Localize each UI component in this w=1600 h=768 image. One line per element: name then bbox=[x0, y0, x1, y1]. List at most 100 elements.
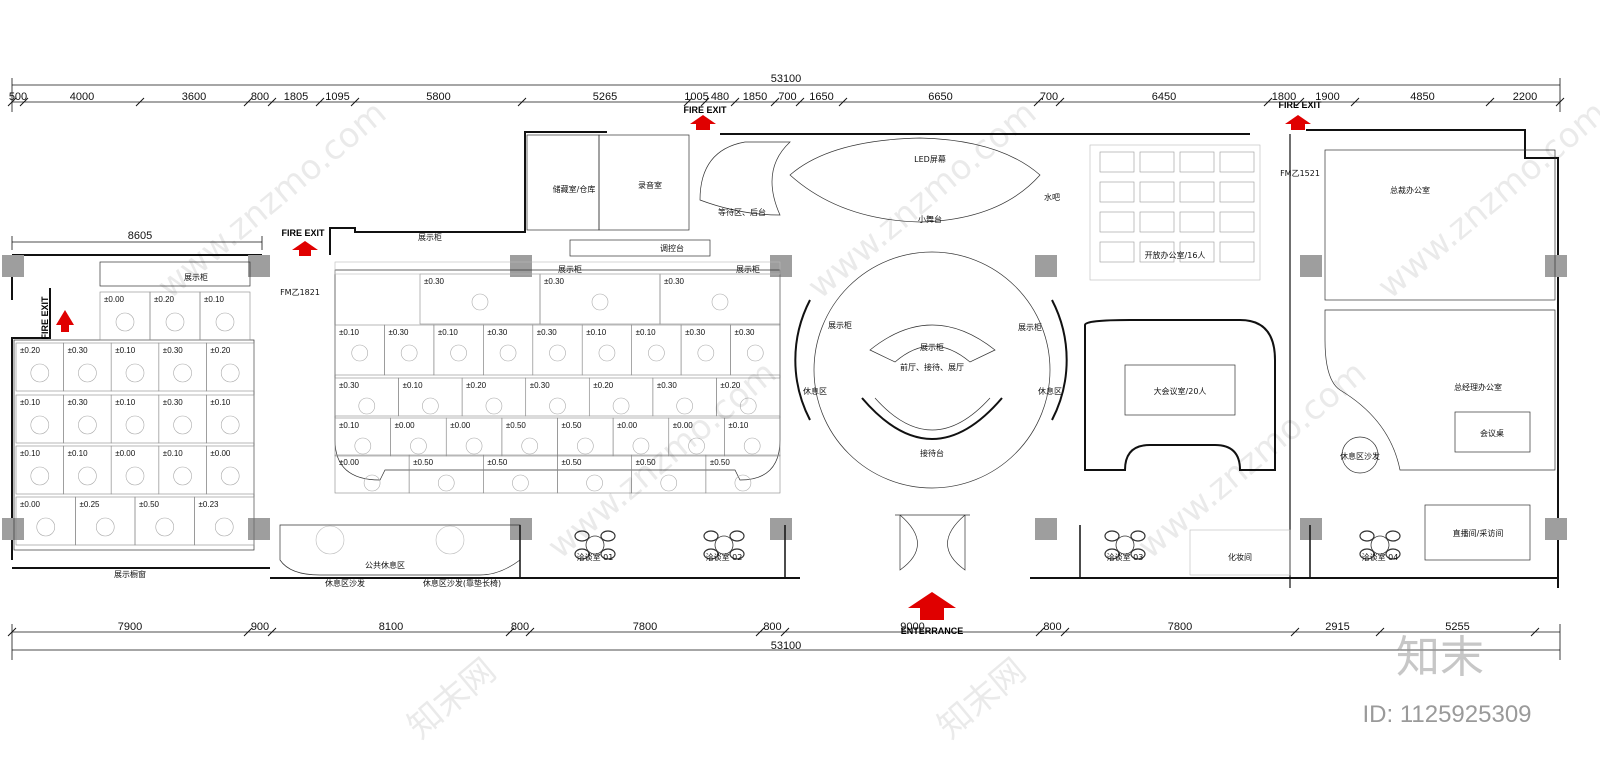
structural-column bbox=[248, 518, 270, 540]
left-elevation-label: ±0.10 bbox=[115, 346, 136, 355]
mid-seat bbox=[591, 293, 609, 311]
open-office-label: 开放办公室/16人 bbox=[1145, 250, 1206, 260]
structural-column bbox=[1035, 255, 1057, 277]
mid-seat bbox=[697, 344, 715, 362]
left-seat bbox=[220, 466, 240, 486]
structural-column bbox=[1545, 518, 1567, 540]
mid-elevation-label: ±0.30 bbox=[388, 328, 409, 337]
mid-elevation-label: ±0.10 bbox=[339, 328, 360, 337]
overall-dimension-top: 53100 bbox=[771, 73, 802, 85]
mid-seat bbox=[734, 474, 752, 492]
recording-label: 录音室 bbox=[638, 180, 662, 190]
structural-column bbox=[1035, 518, 1057, 540]
left-grid-cells: ±0.00±0.20±0.10±0.20±0.30±0.10±0.30±0.20… bbox=[15, 291, 255, 546]
small-stage-label: 小舞台 bbox=[918, 214, 942, 224]
negotiation-table bbox=[714, 535, 734, 555]
mid-seat bbox=[660, 474, 678, 492]
left-elevation-label: ±0.00 bbox=[20, 500, 41, 509]
office-desk bbox=[1139, 181, 1175, 203]
top-dimension-tick bbox=[7, 97, 17, 107]
bottom-dimension-label: 7800 bbox=[1168, 621, 1192, 633]
bottom-dimension-tick bbox=[525, 627, 535, 637]
top-dimension-label: 480 bbox=[711, 91, 729, 103]
left-seat bbox=[125, 363, 145, 383]
negotiation-chair bbox=[1130, 530, 1146, 542]
mid-seat bbox=[354, 437, 372, 455]
water-bar-label: 水吧 bbox=[1044, 192, 1060, 202]
left-seat bbox=[220, 415, 240, 435]
showcase-window-label: 展示橱窗 bbox=[114, 569, 146, 579]
left-seat bbox=[214, 517, 234, 537]
left-elevation-label: ±0.20 bbox=[20, 346, 41, 355]
left-elevation-label: ±0.10 bbox=[204, 295, 225, 304]
waiting-area-label: 等待区、后台 bbox=[718, 207, 766, 217]
office-desk bbox=[1179, 151, 1215, 173]
mid-elevation-label: ±0.10 bbox=[438, 328, 459, 337]
office-desk bbox=[1219, 181, 1255, 203]
negotiation-chair bbox=[703, 548, 719, 560]
left-elevation-label: ±0.20 bbox=[210, 346, 231, 355]
top-dimension-tick bbox=[1295, 97, 1305, 107]
structural-column bbox=[770, 255, 792, 277]
rest-sofa-small-label: 休息区沙发 bbox=[325, 578, 365, 588]
top-dimension-tick bbox=[1485, 97, 1495, 107]
office-desk bbox=[1179, 211, 1215, 233]
left-elevation-label: ±0.23 bbox=[199, 500, 220, 509]
office-desk bbox=[1219, 241, 1255, 263]
left-grid-cell bbox=[194, 496, 255, 546]
top-dimension-tick bbox=[1033, 97, 1043, 107]
negotiation-room-2-label: 洽谈室 02 bbox=[706, 552, 743, 562]
mid-elevation-label: ±0.20 bbox=[466, 381, 487, 390]
fire-exit-top-middle: FIRE EXIT bbox=[683, 105, 727, 130]
mid-elevation-label: ±0.30 bbox=[339, 381, 360, 390]
left-seat bbox=[125, 466, 145, 486]
left-seat bbox=[173, 415, 192, 435]
mid-seat bbox=[465, 437, 483, 455]
negotiation-chair bbox=[729, 530, 745, 542]
bottom-dimension-tick bbox=[1530, 627, 1540, 637]
bottom-dimension-label: 7900 bbox=[118, 621, 142, 633]
left-elevation-label: ±0.10 bbox=[115, 398, 136, 407]
lobby-display-cabinet-label: 展示柜 bbox=[920, 342, 944, 352]
mid-seat bbox=[739, 397, 757, 415]
lobby-label: 前厅、接待、展厅 bbox=[900, 362, 964, 372]
bottom-dimension-label: 800 bbox=[763, 621, 781, 633]
negotiation-chair bbox=[1359, 548, 1375, 560]
top-dimension-label: 6450 bbox=[1152, 91, 1176, 103]
ceo-office-label: 总裁办公室 bbox=[1390, 185, 1430, 195]
bottom-dimension-label: 8100 bbox=[379, 621, 403, 633]
mid-seat bbox=[577, 437, 594, 455]
watermark-cn-2: 知末网 bbox=[930, 651, 1034, 747]
bottom-dimension-label: 7800 bbox=[633, 621, 657, 633]
mid-seat bbox=[363, 474, 381, 492]
negotiation-table bbox=[1370, 535, 1390, 555]
bottom-dimension-tick bbox=[505, 627, 515, 637]
negotiation-table bbox=[585, 535, 605, 555]
mid-elevation-label: ±0.00 bbox=[673, 421, 694, 430]
left-elevation-label: ±0.30 bbox=[68, 398, 89, 407]
mid-seat bbox=[422, 397, 439, 415]
mid-elevation-label: ±0.50 bbox=[562, 458, 583, 467]
door-fm1-label: FM乙1821 bbox=[280, 288, 320, 297]
left-display-cabinet-label: 展示柜 bbox=[184, 272, 208, 282]
mid-elevation-label: ±0.30 bbox=[424, 277, 445, 286]
structural-column bbox=[1300, 518, 1322, 540]
bottom-dimension-label: 800 bbox=[511, 621, 529, 633]
entrance-label: ENTERRANCE bbox=[901, 626, 964, 636]
right-lobby-display-label: 展示柜 bbox=[1018, 322, 1042, 332]
top-dimension-label: 4850 bbox=[1410, 91, 1434, 103]
middle-seating-grid bbox=[334, 269, 781, 481]
left-seat bbox=[95, 517, 115, 537]
negotiation-chair bbox=[1104, 548, 1120, 560]
mid-elevation-label: ±0.00 bbox=[395, 421, 416, 430]
top-dimension-lines bbox=[11, 78, 1561, 112]
office-desk bbox=[1099, 151, 1135, 173]
left-elevation-label: ±0.00 bbox=[115, 449, 136, 458]
bottom-dimension-tick bbox=[1060, 627, 1070, 637]
left-elevation-label: ±0.20 bbox=[154, 295, 175, 304]
negotiation-chair bbox=[1385, 530, 1401, 542]
left-elevation-label: ±0.25 bbox=[80, 500, 101, 509]
mid-elevation-label: ±0.50 bbox=[562, 421, 583, 430]
